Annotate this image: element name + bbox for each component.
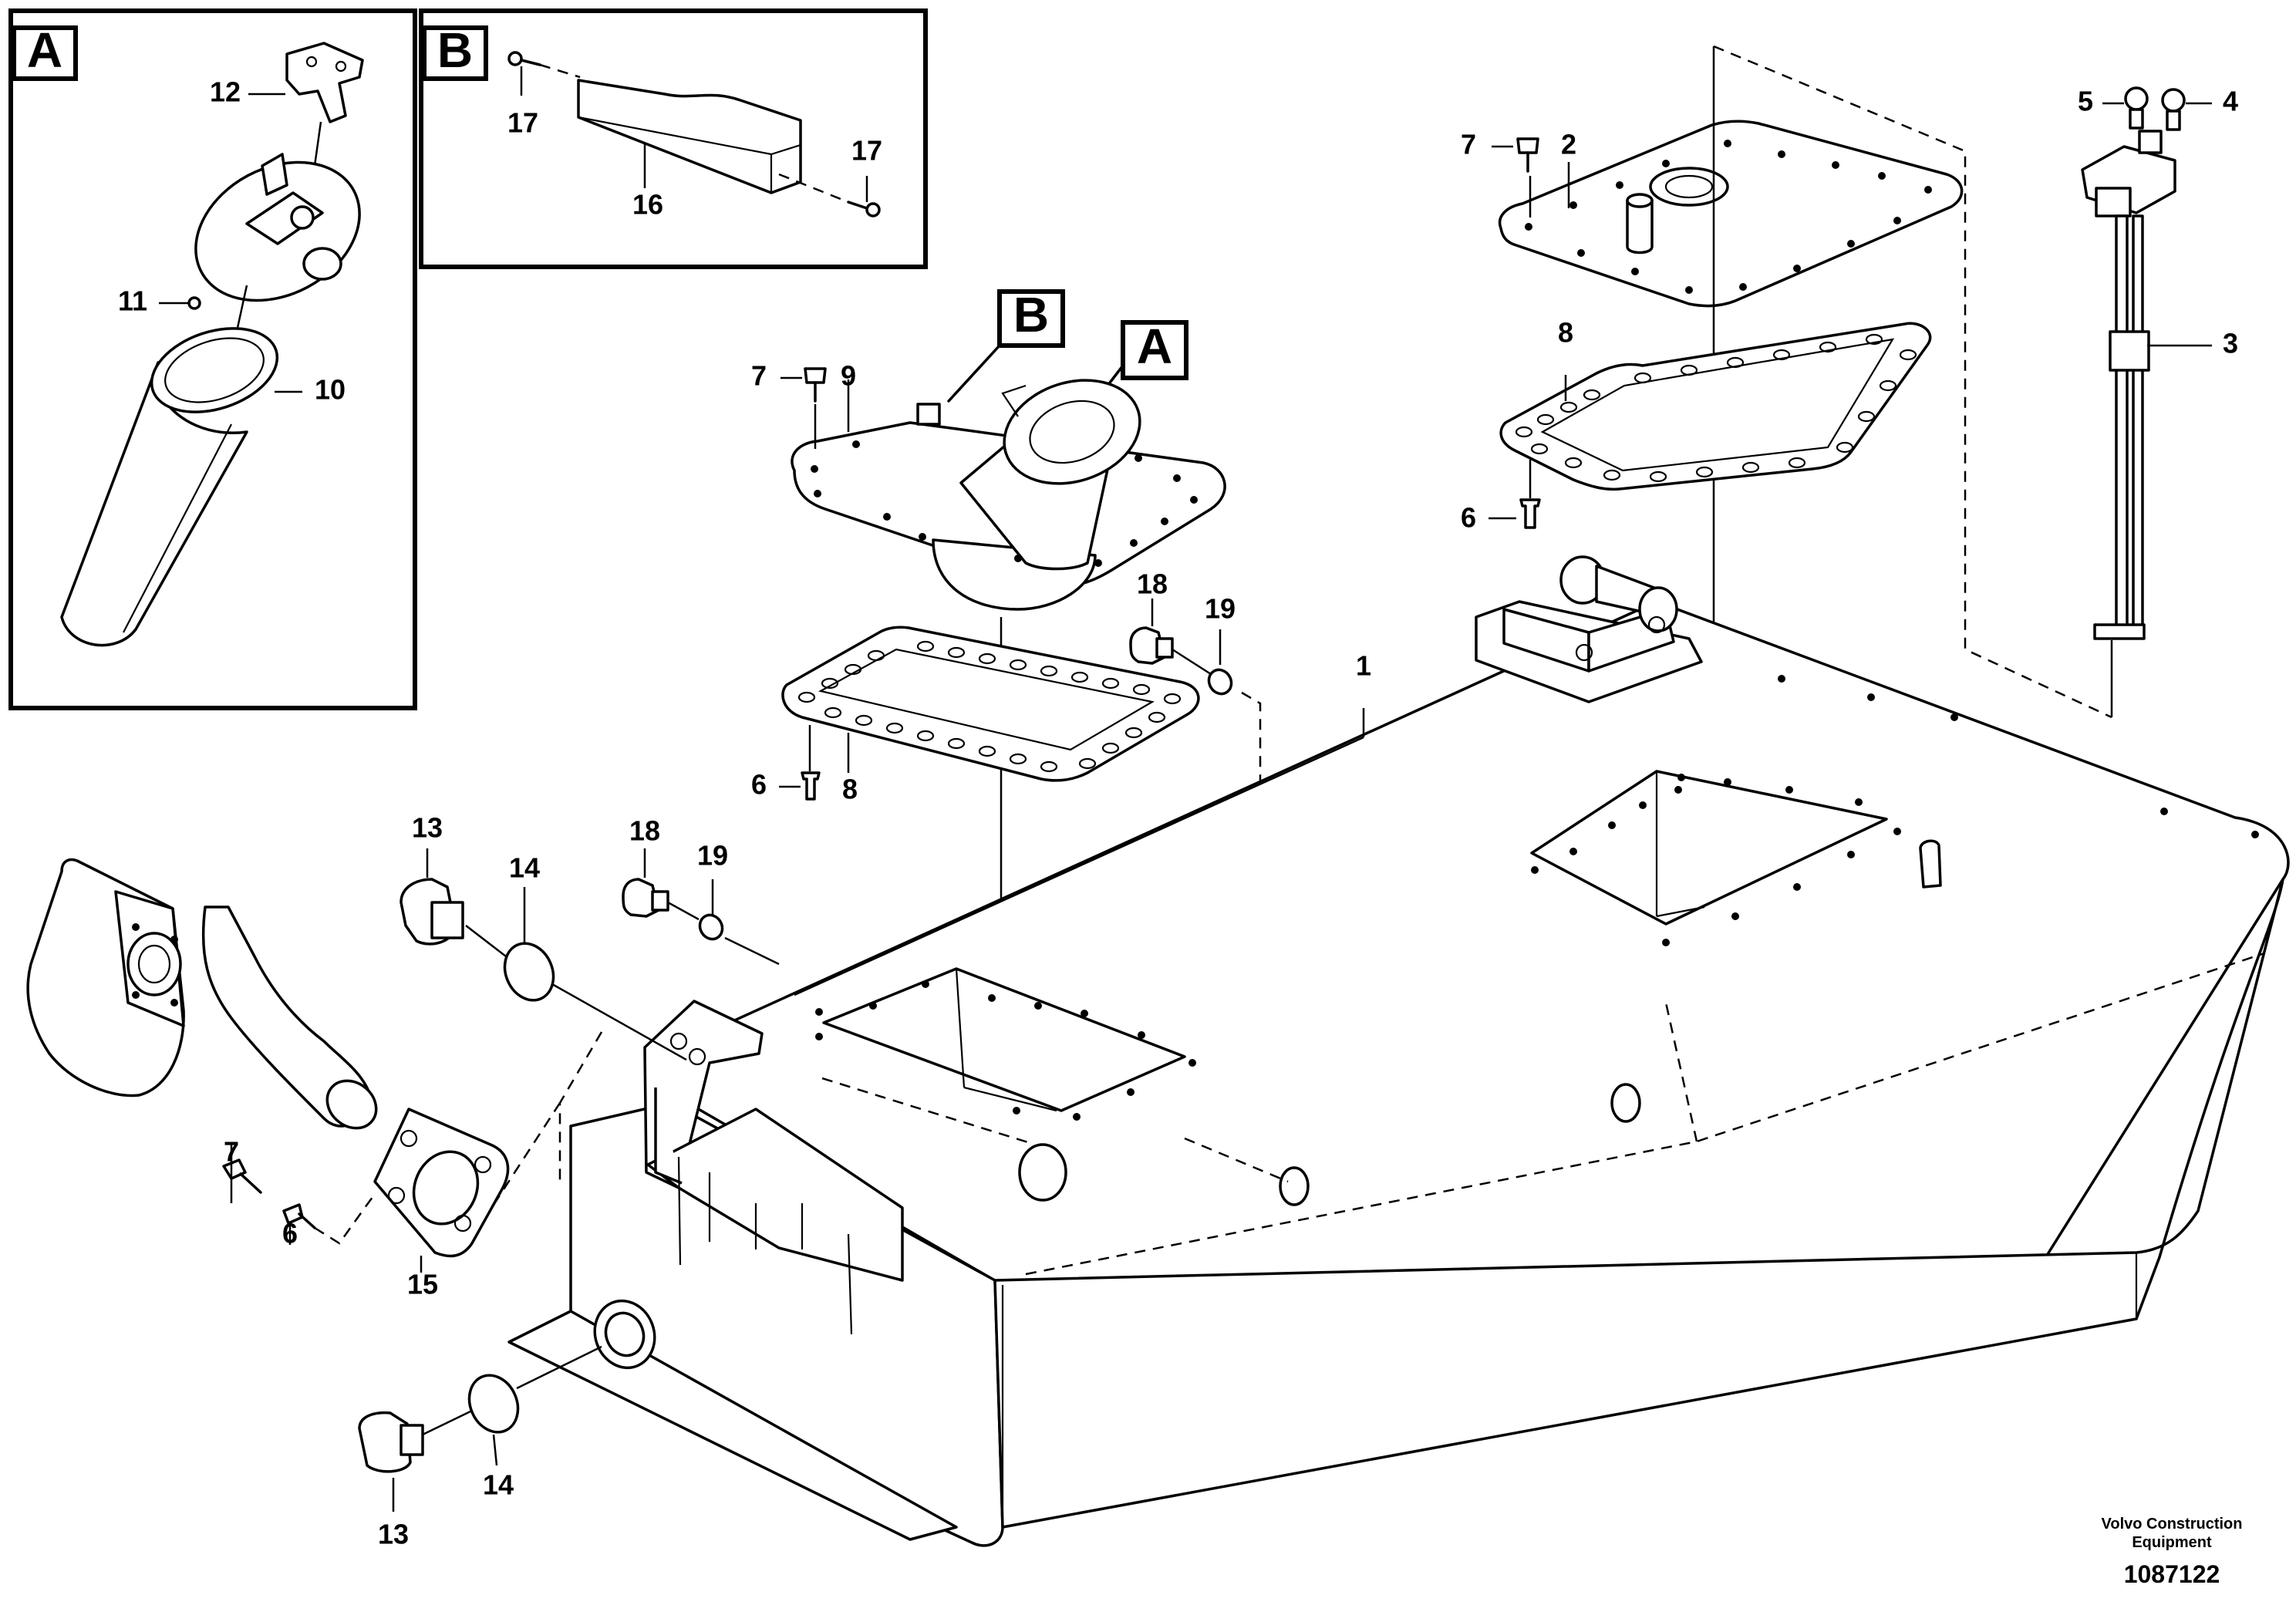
tank-front-bracket (643, 1000, 904, 1335)
callout-box-a: A (1121, 319, 1188, 380)
label-15: 15 (407, 1269, 438, 1300)
part-8-gasket-right (1499, 322, 1932, 491)
part-17-screw-left (507, 51, 541, 66)
label-9: 9 (841, 360, 856, 392)
label-19-upper: 19 (1205, 593, 1236, 625)
part-7-bolt-cover2 (1516, 137, 1539, 173)
part-19-oring-upper (1207, 668, 1233, 696)
label-8-left: 8 (842, 774, 858, 805)
brand-line-1: Volvo Construction (2102, 1516, 2243, 1533)
tank-port-circle-2 (1279, 1166, 1310, 1206)
part-6-bolt-neck (282, 1203, 316, 1229)
tank-drain-port (593, 1299, 656, 1370)
part-13-plug-lower (358, 1411, 424, 1473)
inset-a-tag (12, 25, 78, 81)
part-14-oring-upper (503, 942, 555, 1002)
label-2: 2 (1561, 129, 1576, 160)
part-7-bolt-neck (222, 1158, 262, 1194)
part-3-level-sender (2081, 130, 2176, 640)
part-19-oring-lower (698, 913, 724, 941)
filler-neck-assembly (26, 858, 378, 1130)
label-7-neck: 7 (224, 1136, 239, 1168)
label-12: 12 (210, 76, 241, 108)
part-18-plug-upper (1129, 626, 1174, 665)
inset-a: A (8, 8, 417, 710)
tank-top-holes (1674, 675, 2259, 838)
tank-cap (194, 153, 361, 302)
svg-text:B: B (1013, 287, 1049, 342)
label-13-lower: 13 (378, 1519, 409, 1550)
opening-right-holes (1531, 774, 1901, 946)
tank-tab (1919, 839, 1942, 889)
footer: Volvo Construction Equipment 1087122 (2102, 1516, 2243, 1588)
inset-b-letter: B (437, 22, 473, 78)
label-5: 5 (2078, 86, 2093, 117)
gasket-right-slots (1515, 333, 1917, 483)
callout-box-b: B (997, 287, 1065, 348)
part-number-labels: 12 11 10 17 16 17 7 9 6 8 18 19 1 7 2 8 … (118, 76, 2238, 1550)
label-10: 10 (315, 374, 346, 406)
label-18-upper: 18 (1137, 568, 1168, 600)
label-18-lower: 18 (629, 815, 660, 847)
part-14-oring-lower (467, 1374, 520, 1434)
part-10-strainer (60, 327, 279, 647)
part-17-screw-right (847, 201, 881, 218)
tank-port-circle-3 (1610, 1083, 1641, 1123)
svg-text:A: A (1137, 319, 1172, 374)
part-11-screw (187, 296, 201, 310)
inset-b: B (419, 8, 928, 269)
part-13-plug-upper (400, 878, 464, 946)
label-6-left: 6 (751, 769, 767, 801)
inset-b-tag (422, 25, 488, 81)
part-8-gasket-left (781, 626, 1200, 782)
label-13-upper: 13 (412, 812, 443, 844)
tank-port-circle-1 (1018, 1143, 1067, 1202)
label-3: 3 (2223, 328, 2238, 359)
label-17-right: 17 (851, 135, 882, 167)
part-4-connector (2161, 88, 2186, 131)
label-17-left: 17 (507, 107, 538, 139)
part-18-plug-lower (622, 878, 669, 918)
part-6-bolt-right (1519, 460, 1541, 529)
part-6-bolt-left (801, 725, 821, 801)
gasket-left-slots (797, 640, 1182, 773)
opening-left-holes (815, 980, 1196, 1121)
label-6-neck: 6 (282, 1218, 298, 1249)
label-11: 11 (118, 285, 147, 317)
part-1-fuel-tank (507, 600, 2290, 1547)
label-16: 16 (632, 189, 663, 221)
part-7-bolt-flange9 (804, 367, 827, 403)
label-6-right: 6 (1461, 502, 1476, 534)
brand-line-2: Equipment (2132, 1534, 2212, 1551)
tank-opening-right (1530, 770, 1888, 926)
part-5-connector (2124, 86, 2149, 130)
tank-opening-left (822, 967, 1186, 1112)
part-12-key (285, 42, 364, 123)
label-14-upper: 14 (509, 852, 540, 884)
tank-top-mount (1475, 555, 1703, 703)
inset-a-letter: A (27, 22, 62, 78)
part-9-filler-flange (791, 379, 1226, 611)
label-19-lower: 19 (697, 840, 728, 872)
label-8-right: 8 (1558, 317, 1573, 349)
drawing-number: 1087122 (2124, 1560, 2220, 1588)
part-16-block (577, 79, 802, 194)
label-7-flange9: 7 (751, 360, 767, 392)
flange-9-holes (811, 440, 1198, 567)
label-7-cover2: 7 (1461, 129, 1476, 160)
label-1: 1 (1356, 650, 1371, 682)
part-2-cover-plate (1498, 120, 1964, 308)
label-4: 4 (2223, 86, 2238, 117)
cover-2-holes (1525, 140, 1932, 294)
label-14-lower: 14 (483, 1469, 514, 1501)
part-15-gasket (373, 1108, 510, 1258)
